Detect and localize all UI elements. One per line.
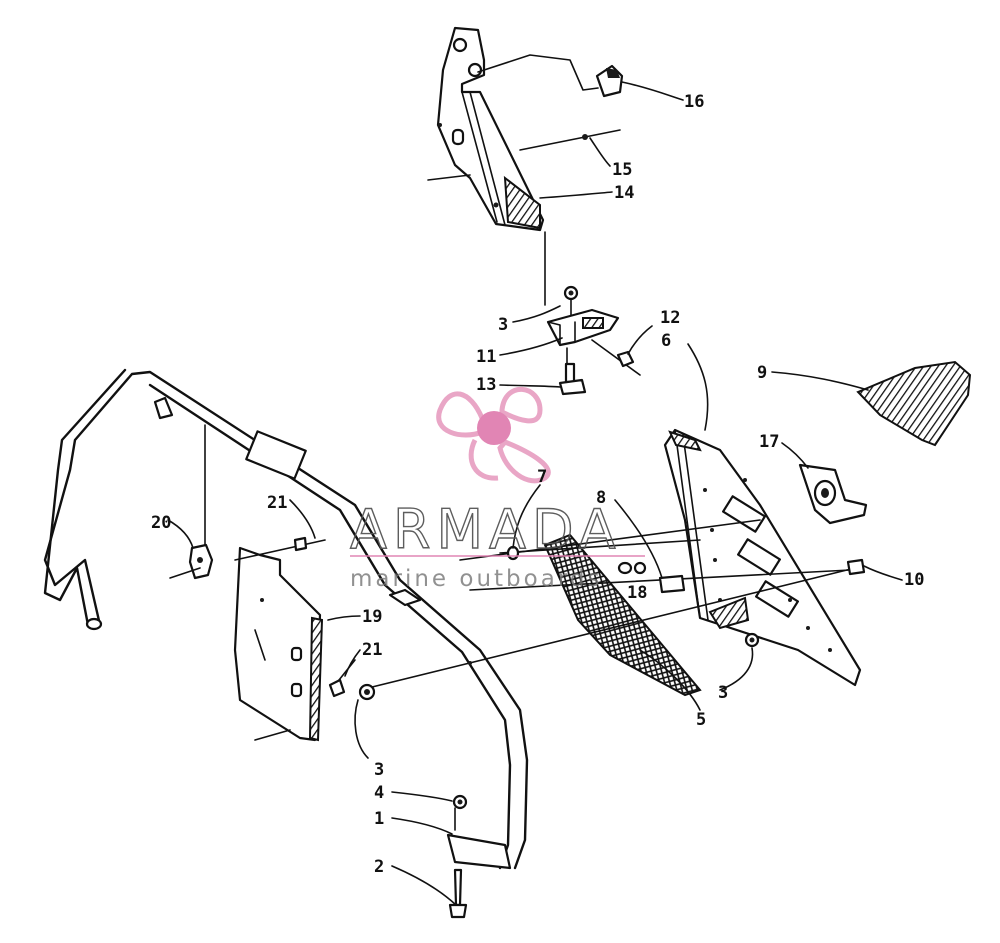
callout-3-top: 3 <box>498 315 508 335</box>
leader-14 <box>539 191 613 199</box>
callout-7: 7 <box>537 467 547 487</box>
callout-18: 18 <box>627 583 647 603</box>
watermark-tagline: marine outboards <box>350 566 602 592</box>
leader-11 <box>499 337 563 356</box>
watermark: ARMADA marine outboards <box>349 386 645 592</box>
upper-bracket-plate <box>427 26 545 232</box>
callout-6: 6 <box>661 331 671 351</box>
mount-bracket <box>781 442 868 525</box>
callouts: 16 15 14 3 11 13 12 6 9 17 7 8 20 21 19 … <box>151 92 924 877</box>
watermark-brand: ARMADA <box>350 498 622 561</box>
callout-1: 1 <box>374 809 384 829</box>
callout-21-top: 21 <box>267 493 287 513</box>
callout-21-bottom: 21 <box>362 640 382 660</box>
clamp <box>167 519 214 580</box>
callout-14: 14 <box>614 183 634 203</box>
callout-4: 4 <box>374 783 384 803</box>
rods <box>359 484 903 691</box>
callout-9: 9 <box>757 363 767 383</box>
callout-15: 15 <box>612 160 632 180</box>
callout-12: 12 <box>660 308 680 328</box>
callout-5: 5 <box>696 710 706 730</box>
knob <box>477 54 684 101</box>
callout-3-left: 3 <box>374 760 384 780</box>
callout-20: 20 <box>151 513 171 533</box>
callout-10: 10 <box>904 570 924 590</box>
pin <box>519 129 621 167</box>
propeller-logo-icon <box>436 386 551 484</box>
mounting-plate <box>233 546 361 742</box>
callout-3-right: 3 <box>718 683 728 703</box>
wedge-plate <box>771 360 972 447</box>
lower-hardware <box>354 683 468 919</box>
callout-11: 11 <box>476 347 496 367</box>
bracket-assembly <box>546 285 641 396</box>
callout-16: 16 <box>684 92 704 112</box>
bolts <box>234 499 361 698</box>
leader-12 <box>627 325 653 355</box>
callout-2: 2 <box>374 857 384 877</box>
leader-13 <box>499 384 561 388</box>
leader-3a <box>512 305 561 323</box>
callout-19: 19 <box>362 607 382 627</box>
mesh-panel <box>543 533 702 711</box>
callout-13: 13 <box>476 375 496 395</box>
callout-17: 17 <box>759 432 779 452</box>
callout-8: 8 <box>596 488 606 508</box>
handlebar-frame <box>43 368 529 870</box>
